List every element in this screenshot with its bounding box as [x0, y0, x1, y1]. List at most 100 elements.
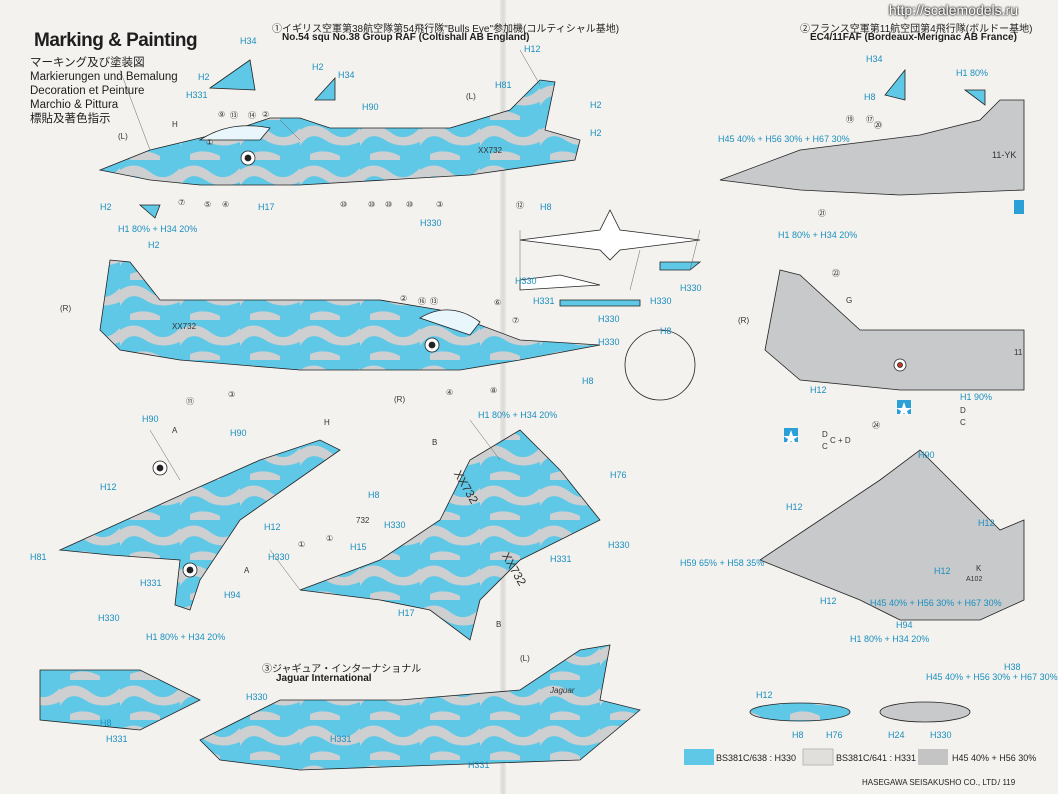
callout: ⑩ [385, 200, 393, 209]
code-label: H12 [810, 385, 827, 395]
code-label: H17 [398, 608, 415, 618]
marker-k: K [976, 564, 982, 573]
scheme1-jp: ①イギリス空軍第38航空隊第54飛行隊"Bulls Eye"参加機(コルティシャ… [272, 24, 620, 35]
callout: ⑫ [516, 201, 524, 210]
marker-left: (L) [520, 654, 530, 663]
code-label: H81 [30, 552, 47, 562]
code-label: H8 [100, 718, 112, 728]
code-label: H8 [368, 490, 380, 500]
subtitle-jp: マーキング及び塗装図 [30, 57, 145, 69]
marker-d: D [822, 430, 828, 439]
marker-left: (L) [118, 132, 128, 141]
legend-label: BS381C/638 : H330 [716, 753, 797, 763]
scheme1-en: No.54 squ No.38 Group RAF (Coltishall AB… [282, 32, 530, 43]
callout: ⑰ [866, 115, 874, 124]
code-label: H2 [590, 128, 602, 138]
callout: ⑦ [178, 198, 186, 207]
callout: ⑭ [248, 111, 256, 120]
code-label: H12 [786, 502, 803, 512]
callout: ② [262, 110, 270, 119]
code-label: H2 [100, 202, 112, 212]
code-label: H2 [312, 62, 324, 72]
code-label: H330 [268, 552, 290, 562]
code-label: H12 [756, 690, 773, 700]
code-label: H330 [420, 218, 442, 228]
code-label: H34 [338, 70, 355, 80]
callout: ⑩ [406, 200, 414, 209]
subtitle-it: Marchio & Pittura [30, 99, 119, 111]
marker-g: G [846, 296, 853, 305]
callout: ⑧ [490, 386, 498, 395]
code-label: H12 [524, 44, 541, 54]
code-label: H12 [264, 522, 281, 532]
code-label: H24 [888, 730, 905, 740]
code-label: H12 [100, 482, 117, 492]
subtitle-de: Markierungen und Bemalung [30, 71, 178, 83]
drop-tank-camo [749, 702, 851, 722]
scheme3-en: Jaguar International [276, 673, 372, 684]
code-label: H8 [660, 326, 672, 336]
marker-cd: C + D [830, 436, 851, 445]
code-label: H331 [468, 760, 490, 770]
code-label: H45 40% + H56 30% + H67 30% [870, 598, 1002, 608]
code-label: H330 [515, 276, 537, 286]
code-label: H45 40% + H56 30% + H67 30% [926, 672, 1058, 682]
callout: ㉑ [818, 209, 826, 218]
callout: ① [326, 534, 334, 543]
code-label: H1 80% + H34 20% [118, 224, 198, 234]
callout: ① [206, 138, 214, 147]
marker-a: A [244, 566, 250, 575]
page-fold [500, 0, 506, 794]
serial: XX732 [172, 322, 197, 331]
code-label: H12 [978, 518, 995, 528]
code-label: H94 [896, 620, 913, 630]
code-label: H2 [590, 100, 602, 110]
code-label: H1 90% [960, 392, 993, 402]
code-label: H34 [240, 36, 257, 46]
code-label: H330 [650, 296, 672, 306]
callout: ㉔ [872, 421, 880, 430]
jaguar-international-profile [199, 644, 641, 771]
marker-right: (R) [394, 395, 406, 404]
code-label: H90 [230, 428, 247, 438]
footer-maker: HASEGAWA SEISAKUSHO CO., LTD. [862, 778, 1000, 787]
code-label: H12 [934, 566, 951, 576]
marker-b: B [432, 438, 438, 447]
footer-page: / 119 [998, 778, 1016, 787]
code-label: H90 [362, 102, 379, 112]
code-label: H8 [792, 730, 804, 740]
serial: A102 [966, 576, 983, 583]
drop-tank-grey [879, 701, 971, 723]
code-label: H2 [148, 240, 160, 250]
code-label: H15 [350, 542, 367, 552]
subtitle-cn: 標貼及著色指示 [30, 113, 111, 125]
callout: ⑦ [512, 316, 520, 325]
jaguar-french-right [764, 269, 1025, 391]
callout: ㉒ [832, 269, 840, 278]
callout: ② [400, 294, 408, 303]
code-label: H12 [820, 596, 837, 606]
scheme2-jp: ②フランス空軍第11航空団第4飛行隊(ボルドー基地) [800, 24, 1033, 35]
marker-right: (R) [60, 304, 72, 313]
code-label: H330 [930, 730, 952, 740]
callout: ⑪ [186, 397, 194, 406]
callout: ⑤ [204, 200, 212, 209]
code-label: H330 [98, 613, 120, 623]
callout: ⑯ [418, 297, 426, 306]
code-label: H331 [550, 554, 572, 564]
code-label: H330 [384, 520, 406, 530]
jaguar-top-view [58, 439, 341, 611]
code-label: H90 [918, 450, 935, 460]
callout: ⑥ [494, 298, 502, 307]
marker-h: H [324, 418, 330, 427]
scheme2-en: EC4/11FAF (Bordeaux-Merignac AB France) [810, 32, 1017, 43]
marker-a: A [172, 426, 178, 435]
code-label: H331 [186, 90, 208, 100]
marker-c: C [822, 442, 828, 451]
callout: ⑬ [430, 297, 438, 306]
code-label: H1 80% + H34 20% [478, 410, 558, 420]
code-label: H2 [198, 72, 210, 82]
code-label: H59 65% + H58 35% [680, 558, 765, 568]
marker-b: B [496, 620, 502, 629]
legend-label: BS381C/641 : H331 [836, 753, 917, 763]
